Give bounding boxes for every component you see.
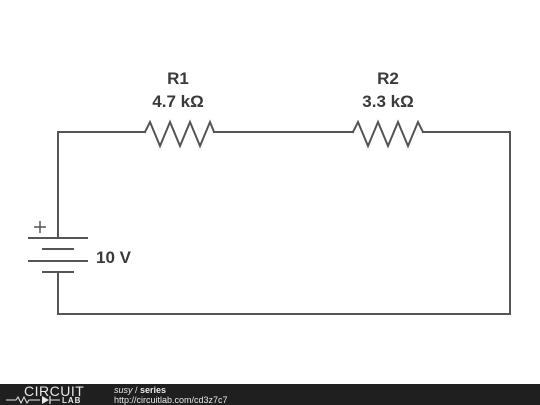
wire-right xyxy=(57,131,511,315)
circuit-schematic: R1 4.7 kΩ R2 3.3 kΩ 10 V xyxy=(28,69,511,315)
r2-label: R2 xyxy=(377,69,399,88)
resistor-r2-symbol xyxy=(351,119,425,149)
resistor-r1-symbol xyxy=(143,119,216,149)
r2-value: 3.3 kΩ xyxy=(362,92,413,111)
battery-value: 10 V xyxy=(96,248,132,267)
logo-text-bottom: LAB xyxy=(62,396,82,405)
circuit-meta: susy / series http://circuitlab.com/cd3z… xyxy=(114,385,228,405)
r1-value: 4.7 kΩ xyxy=(152,92,203,111)
path-separator: / xyxy=(132,385,141,395)
circuitlab-logo[interactable]: CIRCUIT LAB xyxy=(6,383,106,405)
logo-waveform-icon xyxy=(6,395,60,405)
r1-label: R1 xyxy=(167,69,189,88)
circuit-name[interactable]: series xyxy=(140,385,167,395)
circuit-url-link[interactable]: http://circuitlab.com/cd3z7c7 xyxy=(114,395,228,405)
battery-symbol xyxy=(28,237,88,273)
logo-text-top: CIRCUIT xyxy=(24,383,85,399)
wire-top-left xyxy=(57,131,146,239)
footer-bar: CIRCUIT LAB susy / series http://circuit… xyxy=(0,384,540,405)
author-name[interactable]: susy xyxy=(114,385,133,395)
battery-plus-sign xyxy=(34,221,46,233)
